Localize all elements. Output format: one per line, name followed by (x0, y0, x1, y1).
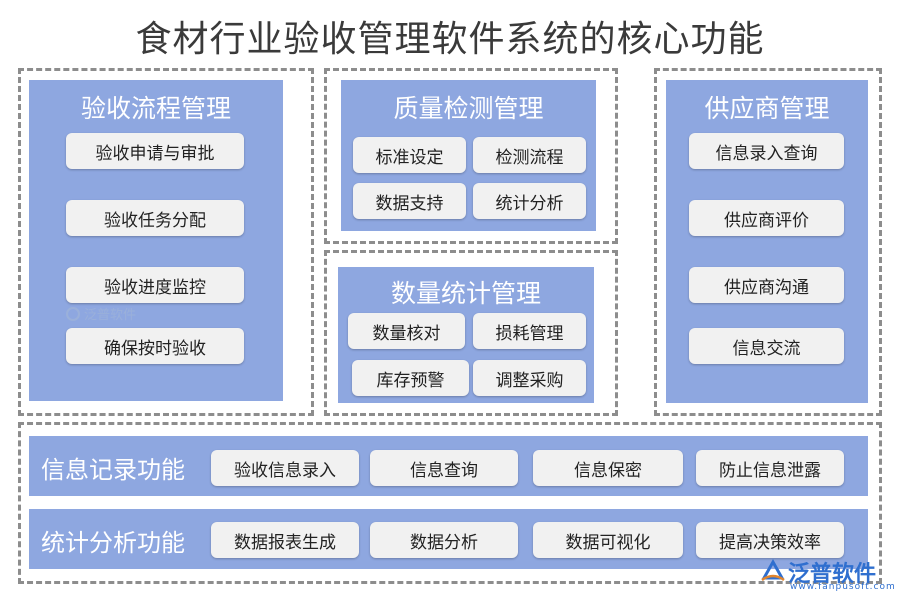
info-record-item: 验收信息录入 (211, 450, 359, 486)
stat-analysis-row-title: 统计分析功能 (41, 529, 185, 557)
stat-analysis-item: 数据报表生成 (211, 522, 359, 558)
stat-analysis-item: 数据分析 (370, 522, 518, 558)
brand-logo-icon (761, 558, 785, 582)
supplier-item: 供应商沟通 (689, 267, 844, 303)
acceptance-dashed-frame (18, 68, 314, 416)
quality-dashed-frame (324, 68, 618, 244)
brand-logo-name: 泛普软件 (788, 562, 877, 587)
acceptance-panel-title: 验收流程管理 (80, 94, 231, 123)
brand-logo-url: www.fanpusoft.com (790, 582, 896, 592)
supplier-item: 供应商评价 (689, 200, 844, 236)
quantity-dashed-frame (324, 250, 618, 416)
info-record-row-title: 信息记录功能 (41, 456, 185, 484)
page-title: 食材行业验收管理软件系统的核心功能 (135, 19, 765, 60)
supplier-dashed-frame (654, 68, 882, 416)
supplier-item: 信息交流 (689, 328, 844, 364)
quantity-item: 库存预警 (352, 360, 469, 396)
quality-panel-title: 质量检测管理 (393, 94, 544, 123)
watermark-text: 泛普软件 (84, 308, 137, 323)
info-record-item: 信息保密 (533, 450, 683, 486)
acceptance-item: 验收进度监控 (66, 267, 244, 303)
quality-item: 数据支持 (353, 183, 466, 219)
acceptance-item: 验收申请与审批 (66, 133, 244, 169)
acceptance-item: 验收任务分配 (66, 200, 244, 236)
acceptance-item: 确保按时验收 (66, 328, 244, 364)
watermark-logo-icon (66, 306, 80, 321)
quality-item: 检测流程 (473, 137, 586, 173)
stat-analysis-item: 数据可视化 (533, 522, 683, 558)
supplier-panel-title: 供应商管理 (704, 94, 830, 123)
quantity-item: 数量核对 (348, 313, 465, 349)
quality-item: 标准设定 (353, 137, 466, 173)
quality-item: 统计分析 (473, 183, 586, 219)
quantity-item: 损耗管理 (473, 313, 586, 349)
watermark: 泛普软件 (66, 304, 136, 323)
quantity-panel-title: 数量统计管理 (390, 279, 541, 308)
functions-dashed-frame (18, 422, 882, 584)
brand-logo: 泛普软件 www.fanpusoft.com (760, 556, 895, 592)
quantity-item: 调整采购 (473, 360, 586, 396)
supplier-item: 信息录入查询 (689, 133, 844, 169)
info-record-item: 防止信息泄露 (696, 450, 844, 486)
info-record-item: 信息查询 (370, 450, 518, 486)
stat-analysis-item: 提高决策效率 (696, 522, 844, 558)
